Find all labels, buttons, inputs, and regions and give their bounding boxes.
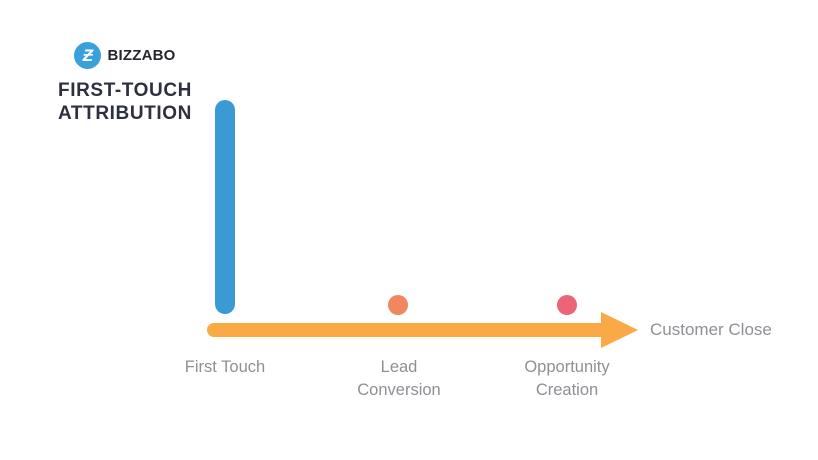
milestone-label-opportunity-creation: Opportunity Creation xyxy=(524,358,610,399)
timeline-arrow-shaft xyxy=(207,323,610,337)
page-title-line1: FIRST-TOUCH xyxy=(58,80,192,101)
timeline-arrowhead-icon xyxy=(601,312,638,348)
timeline-end-label: Customer Close xyxy=(650,320,772,339)
bizzabo-logo-icon: Ƶ xyxy=(74,42,102,69)
milestone-label-lead-conversion: Lead Conversion xyxy=(357,358,441,399)
first-touch-bar xyxy=(215,100,235,314)
page-title: FIRST-TOUCH ATTRIBUTION xyxy=(40,79,210,125)
brand-row: Ƶ BIZZABO xyxy=(40,42,210,69)
page-title-line2: ATTRIBUTION xyxy=(58,103,192,124)
milestone-label-first-touch: First Touch xyxy=(184,358,266,376)
header: Ƶ BIZZABO FIRST-TOUCH ATTRIBUTION xyxy=(40,42,210,125)
brand-name: BIZZABO xyxy=(107,47,176,64)
lead-conversion-dot xyxy=(388,295,408,315)
opportunity-creation-dot xyxy=(557,295,577,315)
